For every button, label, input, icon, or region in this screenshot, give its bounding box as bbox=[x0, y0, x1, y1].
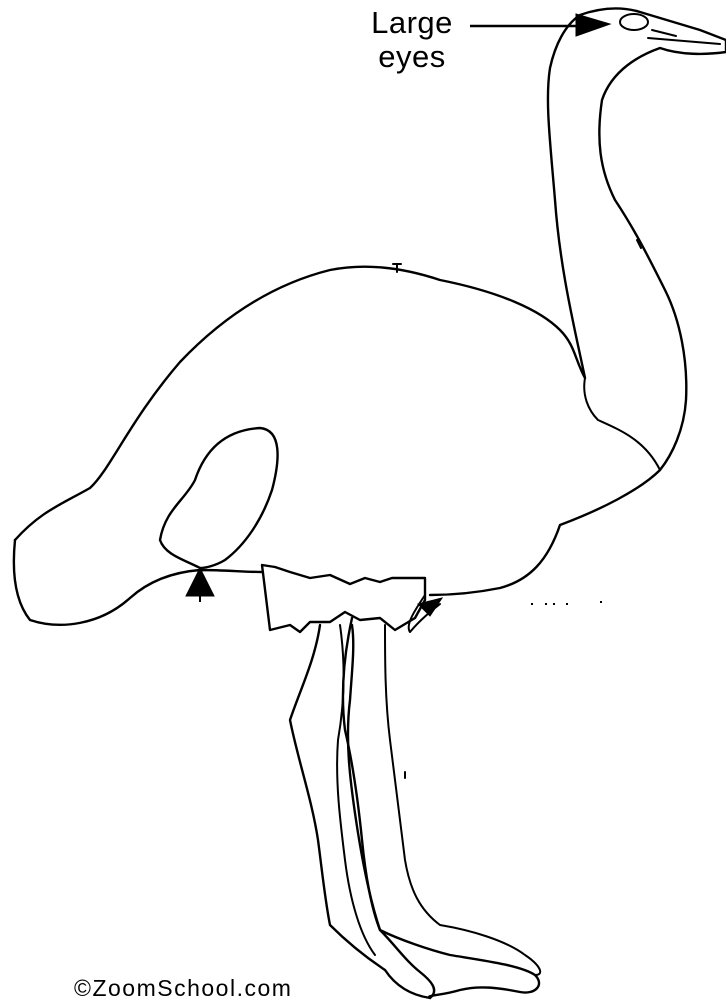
leg-back-inner bbox=[385, 625, 540, 975]
neck-base-line bbox=[584, 378, 660, 470]
ostrich-body-outline bbox=[15, 8, 726, 595]
eyes-pointer-arrowhead bbox=[576, 14, 610, 36]
faint-dotted-marks bbox=[531, 601, 602, 605]
wing-outline bbox=[160, 428, 278, 568]
large-eyes-label: Large eyes bbox=[352, 6, 472, 74]
beak-gap bbox=[652, 30, 676, 36]
leg-front bbox=[290, 625, 434, 998]
thigh-feathers bbox=[262, 565, 425, 632]
belly-line bbox=[14, 540, 262, 625]
copyright-credit: ©ZoomSchool.com bbox=[74, 975, 292, 1002]
leg-back bbox=[343, 618, 539, 998]
large-eyes-label-line1: Large bbox=[352, 6, 472, 40]
beak-line bbox=[648, 38, 720, 44]
eye-shape bbox=[620, 14, 648, 30]
large-eyes-label-line2: eyes bbox=[352, 40, 472, 74]
